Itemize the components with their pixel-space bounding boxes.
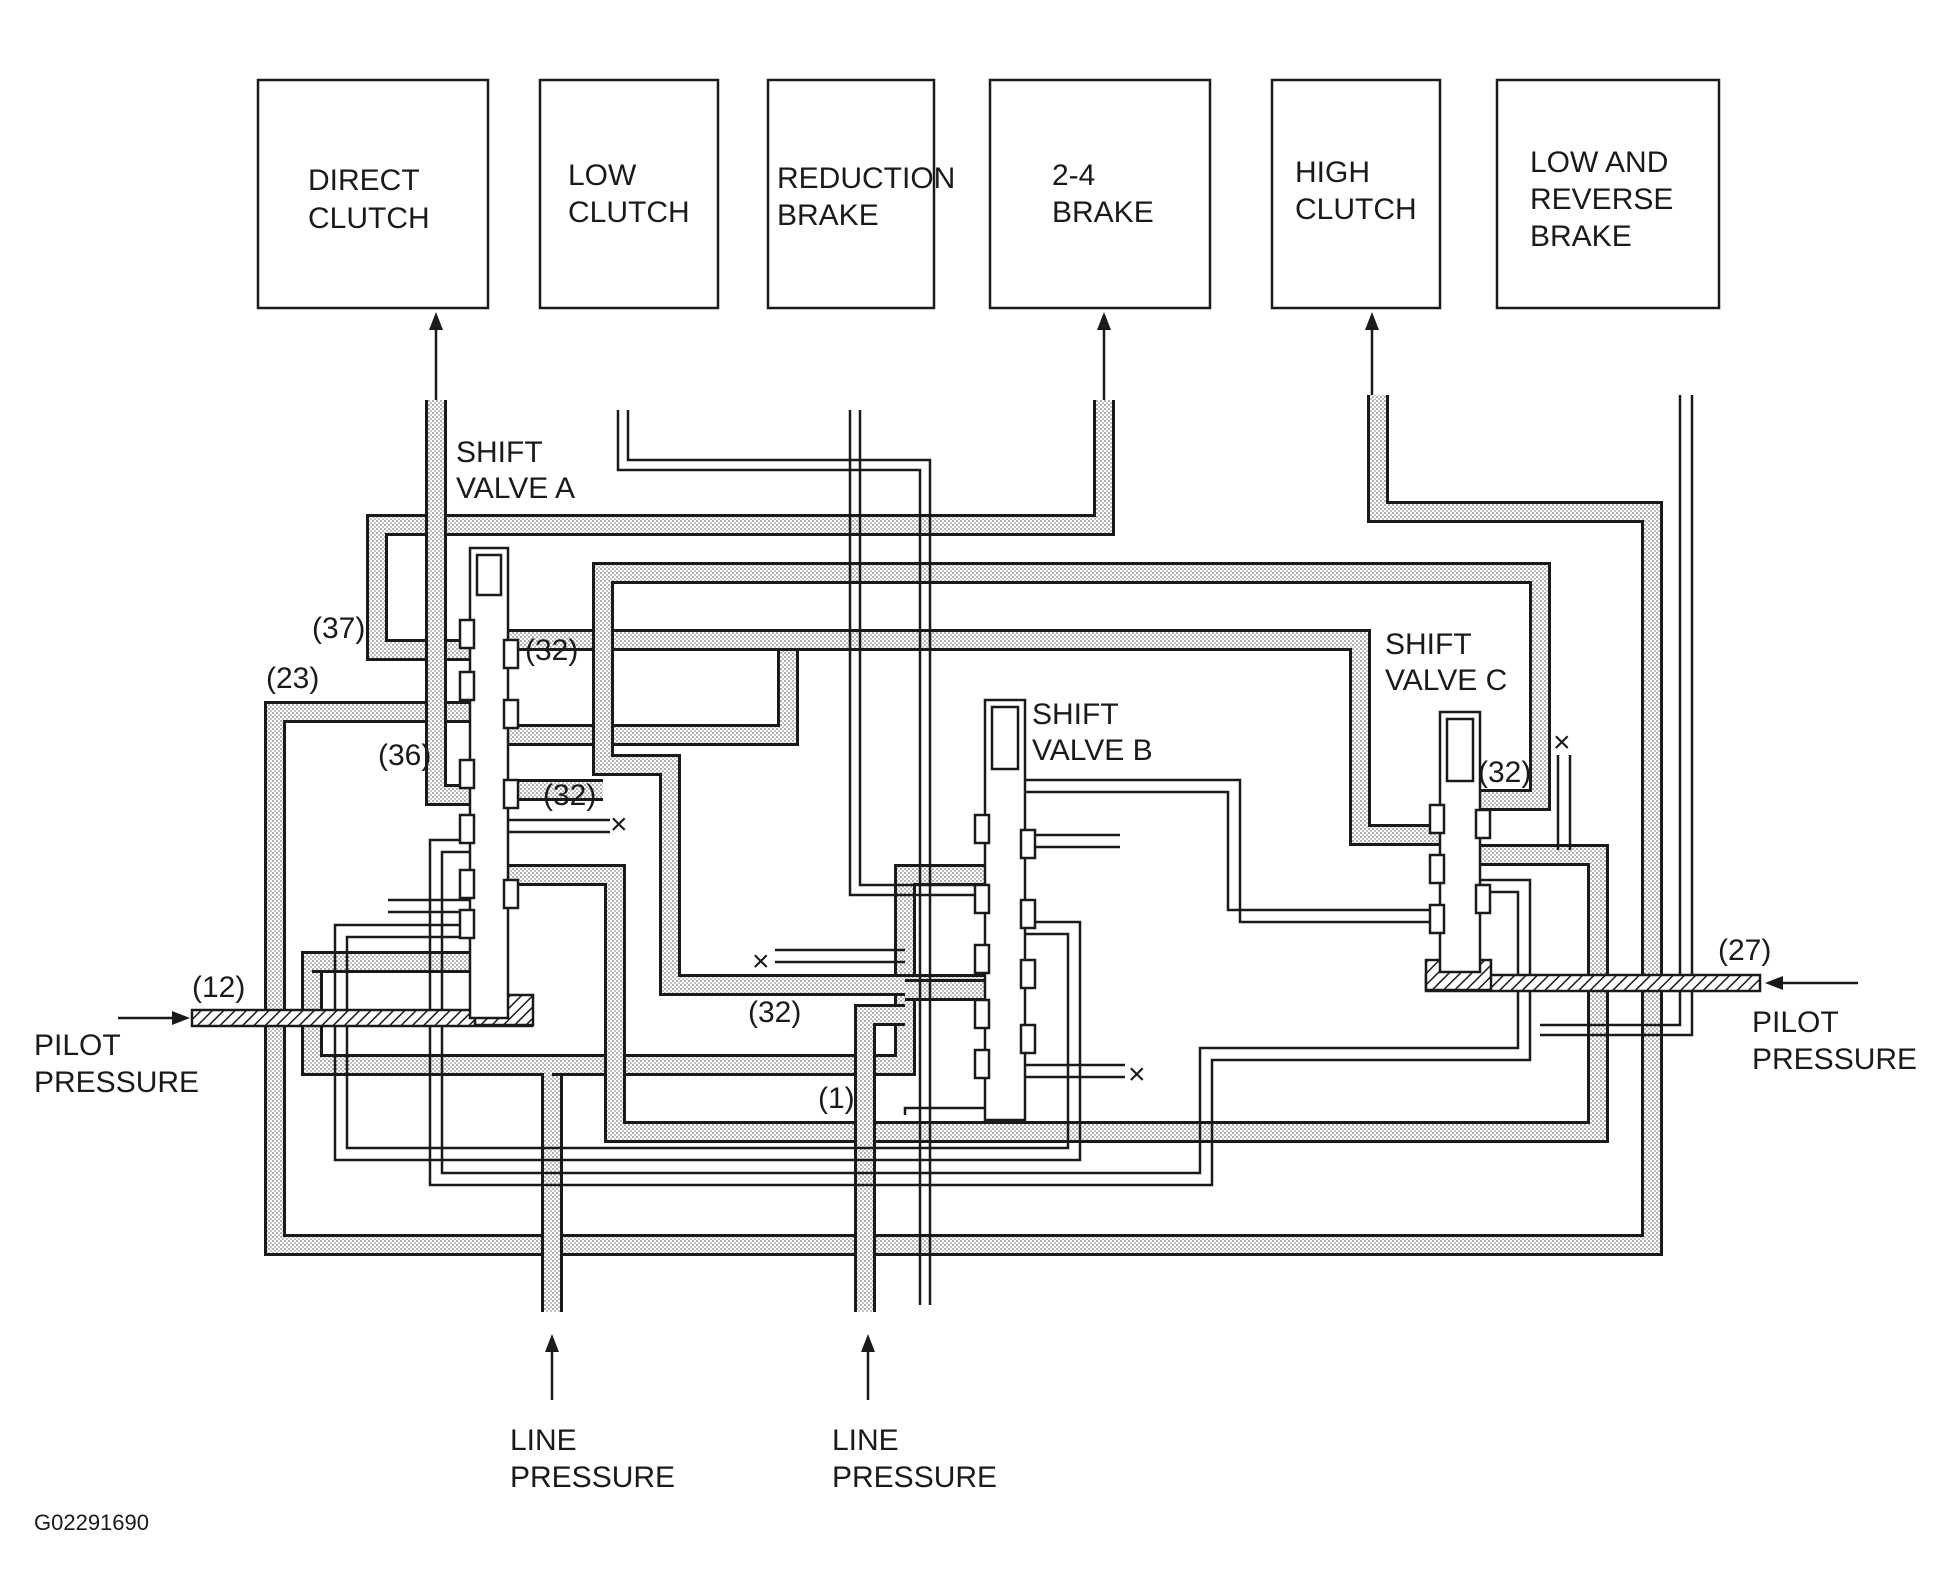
pilot-pressure-left-label: PILOT — [34, 1029, 121, 1062]
port-label: (32) — [525, 634, 578, 667]
line-pressure-right-label: LINE — [832, 1424, 899, 1457]
valve-labels: SHIFT VALVE A SHIFT VALVE B SHIFT VALVE … — [456, 436, 1507, 767]
port-label: (32) — [543, 779, 596, 812]
component-label-line: HIGH — [1295, 156, 1370, 189]
pressure-labels: PILOT PRESSURE PILOT PRESSURE LINE PRESS… — [34, 1006, 1917, 1494]
drain-x-icon: × — [1128, 1058, 1146, 1091]
shift-valve-c-label: VALVE C — [1385, 664, 1507, 697]
component-label-line: BRAKE — [1530, 220, 1632, 253]
drain-marks: × × × × — [610, 726, 1571, 1091]
shift-valve-c — [1428, 710, 1492, 974]
thin-passages — [333, 395, 1694, 1305]
pilot-pressure-left-label: PRESSURE — [34, 1066, 199, 1099]
port-label: (27) — [1718, 934, 1771, 967]
shift-valve-a-label: SHIFT — [456, 436, 543, 469]
component-boxes: DIRECT CLUTCH LOW CLUTCH REDUCTION BRAKE… — [256, 78, 1721, 310]
port-label: (32) — [1478, 756, 1531, 789]
arrow-up-icon — [1097, 312, 1111, 330]
component-label-line: 2-4 — [1052, 159, 1095, 192]
low-reverse-brake-box: LOW AND REVERSE BRAKE — [1495, 78, 1721, 310]
port-label: (32) — [748, 996, 801, 1029]
supply-arrows — [429, 312, 1379, 400]
component-label-line: DIRECT — [308, 164, 420, 197]
arrow-up-icon — [545, 1334, 559, 1352]
shift-valve-b-label: SHIFT — [1032, 698, 1119, 731]
drain-x-icon: × — [752, 945, 770, 978]
shift-valve-a — [458, 546, 520, 1020]
port-label: (36) — [378, 739, 431, 772]
port-labels: (37) (23) (32) (36) (32) (12) (32) (1) (… — [192, 612, 1771, 1115]
pilot-pressure-right-label: PRESSURE — [1752, 1043, 1917, 1076]
port-label: (23) — [266, 662, 319, 695]
component-label-line: BRAKE — [1052, 196, 1154, 229]
component-label-line: CLUTCH — [308, 202, 430, 235]
pilot-pressure-right-label: PILOT — [1752, 1006, 1839, 1039]
component-label-line: BRAKE — [777, 199, 879, 232]
brake-2-4-box: 2-4 BRAKE — [988, 78, 1212, 310]
drain-x-icon: × — [1553, 726, 1571, 759]
low-clutch-box: LOW CLUTCH — [538, 78, 720, 310]
component-label-line: LOW AND — [1530, 146, 1668, 179]
high-clutch-box: HIGH CLUTCH — [1270, 78, 1442, 310]
direct-clutch-box: DIRECT CLUTCH — [256, 78, 490, 310]
shift-valve-a-label: VALVE A — [456, 472, 575, 505]
port-label: (1) — [818, 1082, 855, 1115]
line-pressure-left-label: PRESSURE — [510, 1461, 675, 1494]
drain-x-icon: × — [610, 808, 628, 841]
shift-valve-b-label: VALVE B — [1032, 734, 1153, 767]
component-label-line: LOW — [568, 159, 637, 192]
component-label-line: CLUTCH — [1295, 193, 1417, 226]
component-label-line: REVERSE — [1530, 183, 1673, 216]
component-label-line: REDUCTION — [777, 162, 955, 195]
figure-id: G02291690 — [34, 1510, 149, 1535]
reduction-brake-box: REDUCTION BRAKE — [766, 78, 955, 310]
arrow-up-icon — [1365, 312, 1379, 330]
port-label: (37) — [312, 612, 365, 645]
arrow-left-icon — [1765, 976, 1783, 990]
arrow-right-icon — [172, 1011, 190, 1025]
shift-valve-c-label: SHIFT — [1385, 628, 1472, 661]
line-pressure-left-label: LINE — [510, 1424, 577, 1457]
component-label-line: CLUTCH — [568, 196, 690, 229]
line-pressure-arrows — [545, 1334, 875, 1400]
port-label: (12) — [192, 971, 245, 1004]
line-pressure-right-label: PRESSURE — [832, 1461, 997, 1494]
arrow-up-icon — [861, 1334, 875, 1352]
shift-valve-b — [973, 698, 1037, 1122]
arrow-up-icon — [429, 312, 443, 330]
